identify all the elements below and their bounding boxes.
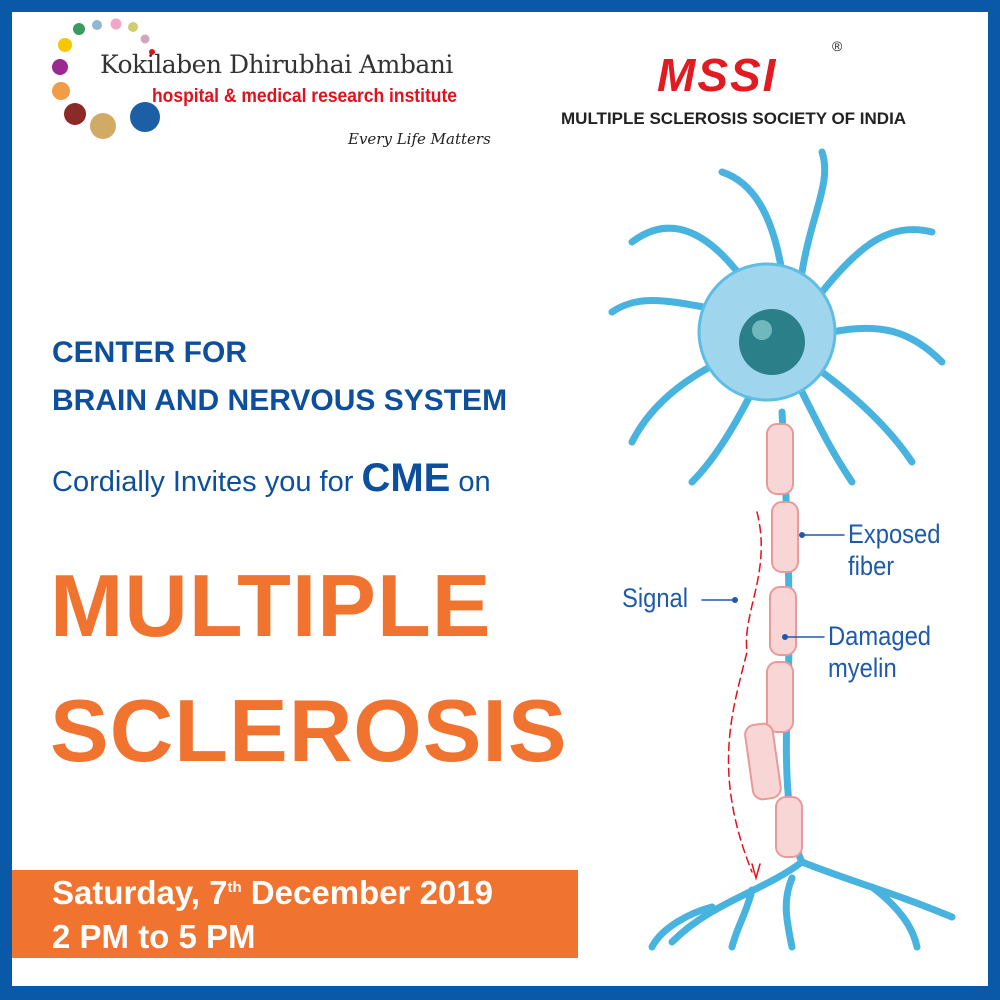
invite-highlight: CME xyxy=(361,456,451,500)
title-line-2: SCLEROSIS xyxy=(50,681,568,780)
invite-prefix: Cordially Invites you for xyxy=(52,466,354,498)
hospital-subtitle: hospital & medical research institute xyxy=(152,86,458,107)
heading-line-1: CENTER FOR xyxy=(52,336,247,369)
hospital-name: Kokilaben Dhirubhai Ambani xyxy=(100,50,453,79)
date-day: Saturday, 7 xyxy=(52,874,228,911)
heading-line-2: BRAIN AND NERVOUS SYSTEM xyxy=(52,384,508,417)
kokilaben-logo-dots xyxy=(52,18,160,139)
neuron-illustration xyxy=(608,148,956,951)
label-signal: Signal xyxy=(622,583,689,613)
hospital-tagline: Every Life Matters xyxy=(348,130,491,148)
registered-mark: ® xyxy=(832,38,843,54)
invite-suffix: on xyxy=(458,466,491,498)
label-damaged-2: myelin xyxy=(828,653,897,683)
label-exposed-1: Exposed xyxy=(848,519,941,549)
event-time: 2 PM to 5 PM xyxy=(52,918,256,955)
event-date: Saturday, 7th December 2019 xyxy=(52,874,493,912)
event-banner xyxy=(12,870,578,958)
poster: Kokilaben Dhirubhai Ambani hospital & me… xyxy=(12,12,988,986)
date-suffix: th xyxy=(227,879,242,896)
invitation-line: Cordially Invites you for CME on xyxy=(52,456,491,501)
date-rest: December 2019 xyxy=(241,874,493,911)
mssi-logo: MSSI xyxy=(657,49,778,101)
decor-layer xyxy=(52,18,956,951)
label-exposed-2: fiber xyxy=(848,551,895,581)
society-name: MULTIPLE SCLEROSIS SOCIETY OF INDIA xyxy=(561,109,907,128)
label-damaged-1: Damaged xyxy=(828,621,932,651)
title-line-1: MULTIPLE xyxy=(50,556,492,655)
